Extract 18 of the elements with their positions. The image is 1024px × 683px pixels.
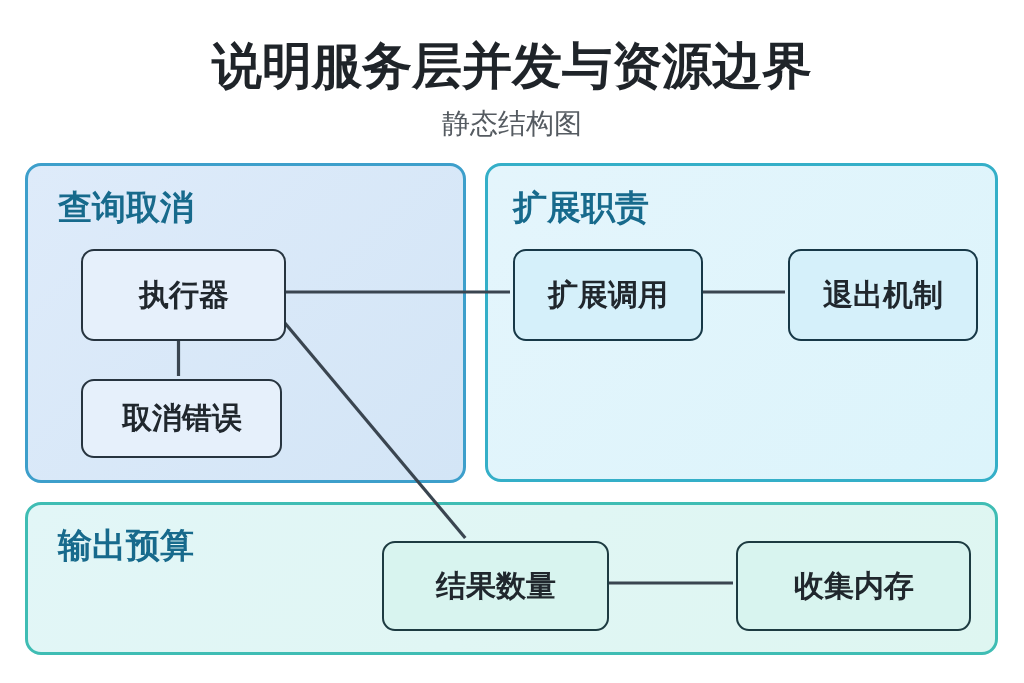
- process-box: 执行器: [81, 249, 286, 341]
- connector-line: [176, 338, 181, 376]
- process-box: 收集内存: [736, 541, 971, 631]
- connector-line: [606, 581, 733, 585]
- connector-line: [700, 290, 785, 294]
- group-panel: [25, 502, 998, 655]
- group-panel: [25, 163, 466, 483]
- process-box: 取消错误: [81, 379, 282, 458]
- group-panel: [485, 163, 998, 482]
- process-box: 结果数量: [382, 541, 609, 631]
- group-heading: 输出预算: [58, 526, 194, 566]
- process-box: 退出机制: [788, 249, 978, 341]
- connector-line: [283, 290, 510, 294]
- subtitle: 静态结构图: [442, 107, 582, 141]
- process-box: 扩展调用: [513, 249, 703, 341]
- diagram-title: 说明服务层并发与资源边界: [212, 37, 812, 96]
- group-heading: 扩展职责: [513, 188, 649, 228]
- group-heading: 查询取消: [58, 188, 194, 228]
